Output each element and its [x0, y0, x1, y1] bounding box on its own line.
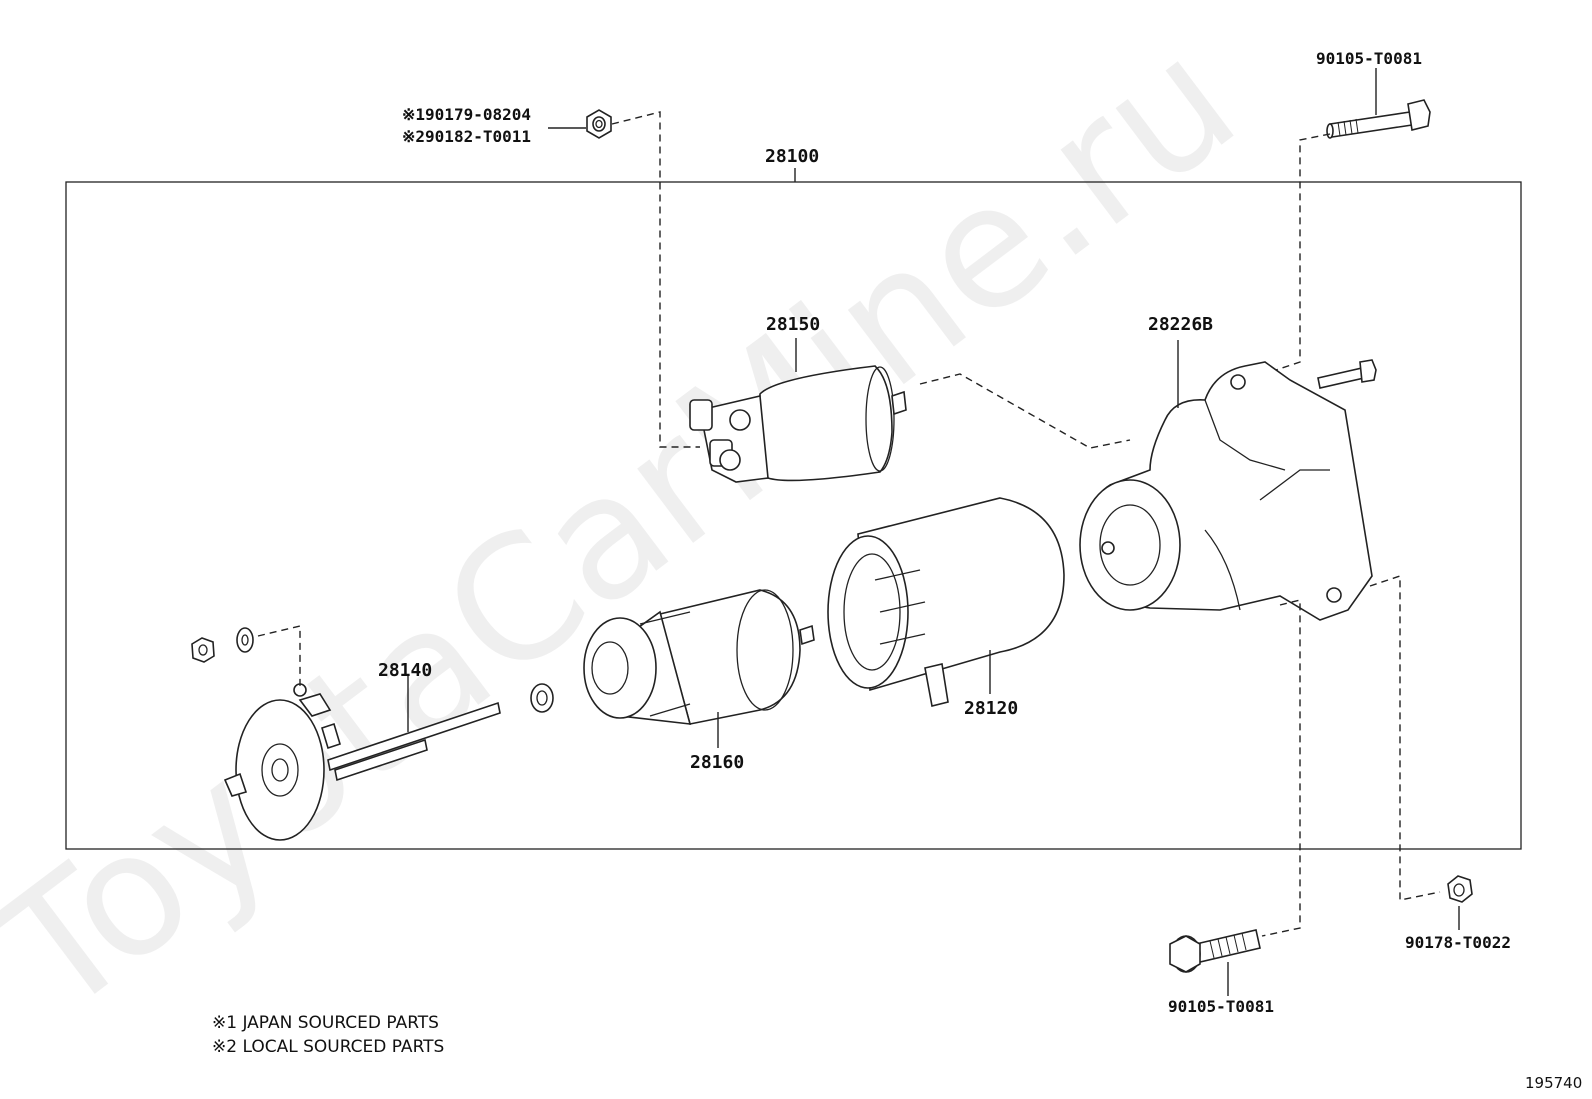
solenoid-switch[interactable]	[689, 365, 907, 483]
brush-holder-assembly[interactable]	[223, 683, 501, 841]
yoke-assembly[interactable]	[827, 497, 1065, 707]
armature-assembly[interactable]	[583, 589, 815, 725]
nut-label-bottom[interactable]: 90178-T0022	[1405, 933, 1511, 952]
hex-nut-icon[interactable]	[191, 637, 215, 663]
bolt-icon-top[interactable]	[1326, 99, 1431, 139]
fastener-label-2[interactable]: ※290182-T0011	[402, 127, 531, 146]
nut-icon[interactable]	[586, 109, 612, 139]
catalog-number: 195740	[1525, 1074, 1582, 1092]
armature-label[interactable]: 28160	[690, 752, 744, 773]
note-japan-sourced: ※1 JAPAN SOURCED PARTS	[212, 1013, 439, 1033]
yoke-label[interactable]: 28120	[964, 698, 1018, 719]
washer-icon[interactable]	[530, 683, 554, 713]
assembly-frame	[65, 181, 1522, 850]
fastener-label-1[interactable]: ※190179-08204	[402, 105, 531, 124]
note-local-sourced: ※2 LOCAL SOURCED PARTS	[212, 1037, 444, 1057]
drive-housing[interactable]	[1079, 361, 1373, 621]
solenoid-label[interactable]: 28150	[766, 314, 820, 335]
bolt-label-top[interactable]: 90105-T0081	[1316, 49, 1422, 68]
nut-icon-bottom[interactable]	[1447, 875, 1473, 903]
bolt-label-bottom[interactable]: 90105-T0081	[1168, 997, 1274, 1016]
bolt-icon-small[interactable]	[1317, 359, 1377, 389]
housing-label[interactable]: 28226B	[1148, 314, 1213, 335]
bolt-icon-bottom[interactable]	[1169, 929, 1261, 973]
brush-holder-label[interactable]: 28140	[378, 660, 432, 681]
washer-icon-small[interactable]	[236, 627, 254, 653]
assembly-label[interactable]: 28100	[765, 146, 819, 167]
watermark-text: ToyotaCarMine.ru	[0, 1, 1271, 1053]
